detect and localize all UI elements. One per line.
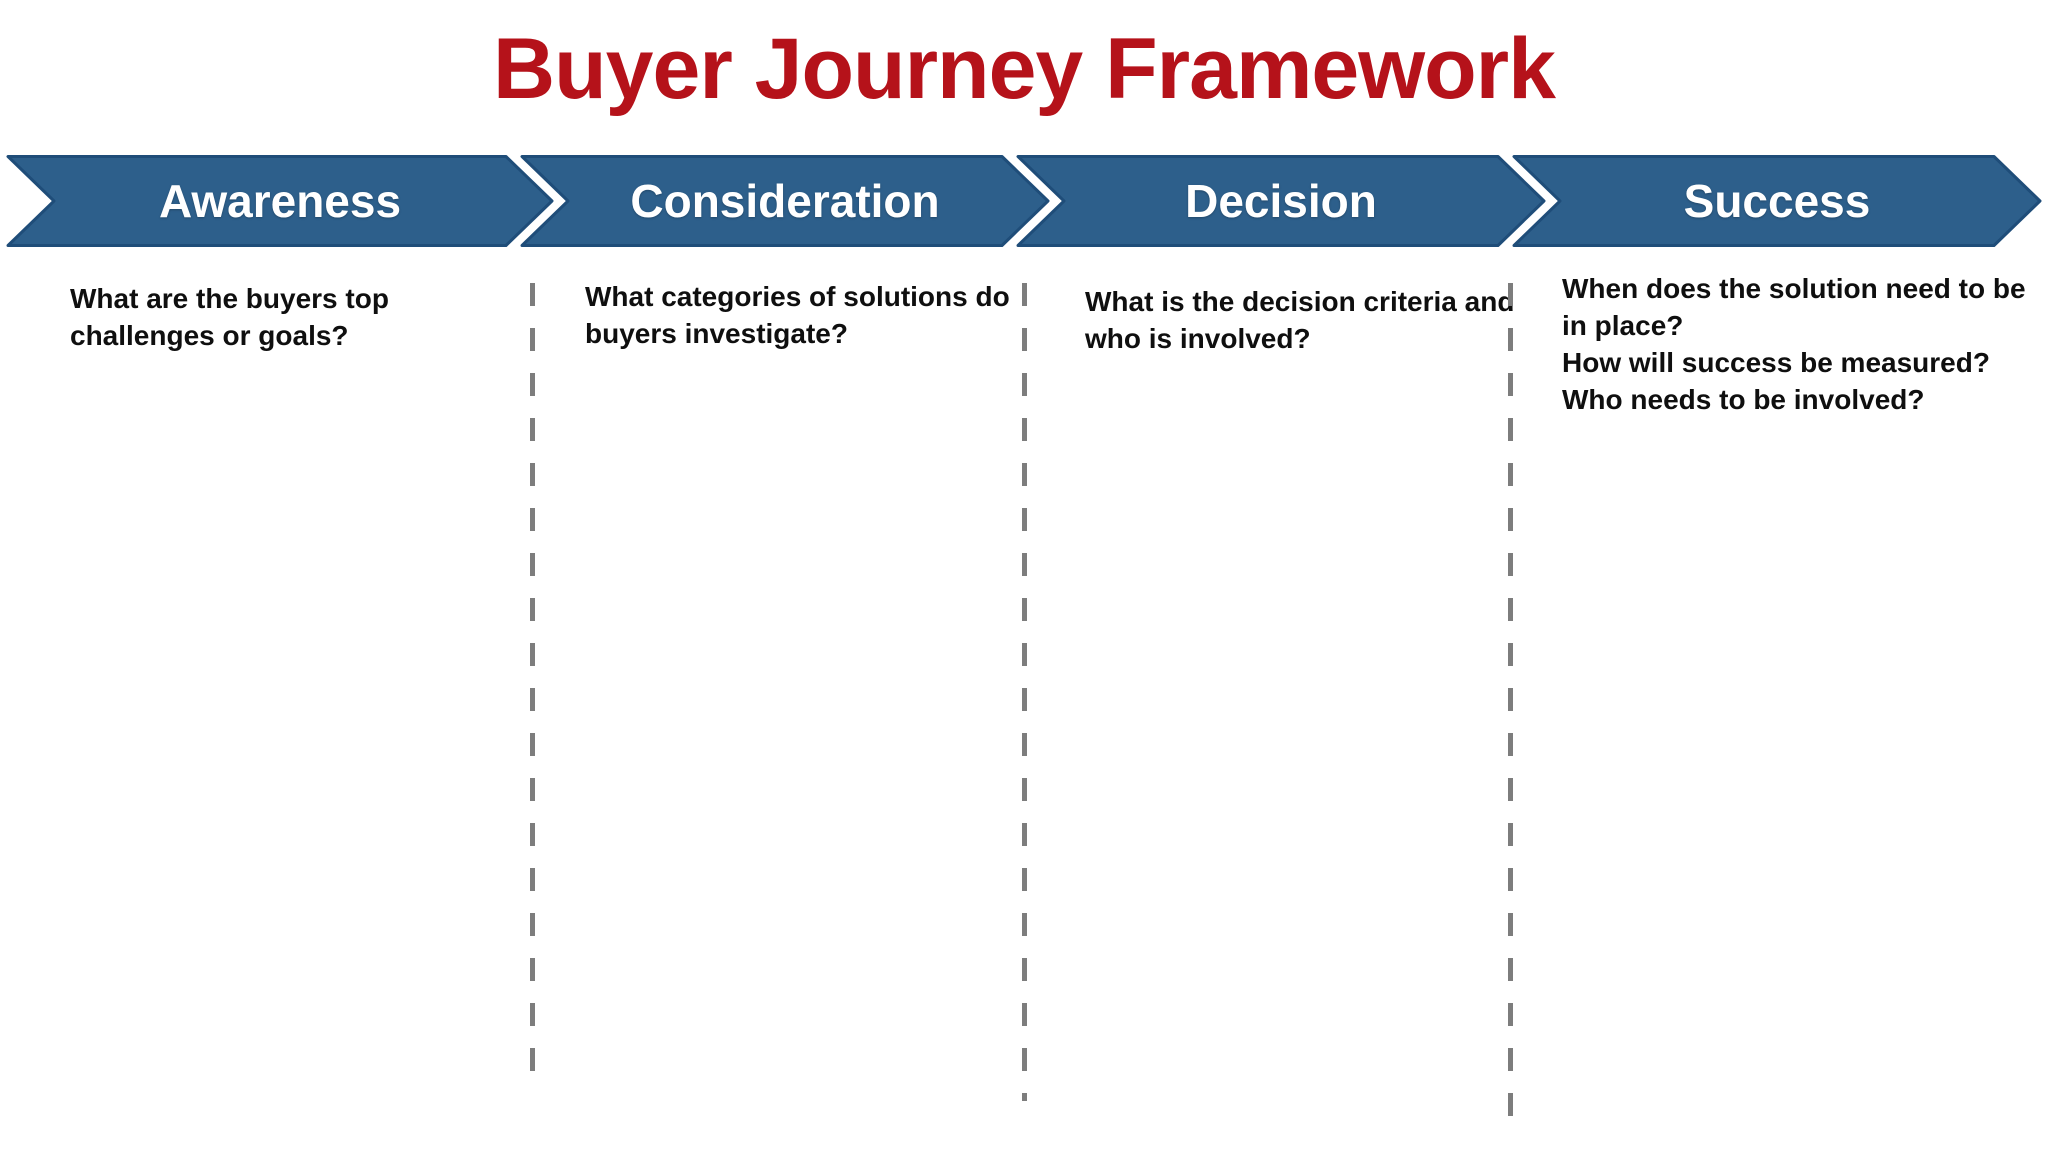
stage-question-awareness: What are the buyers top challenges or go… bbox=[70, 281, 455, 355]
stage-banner bbox=[0, 155, 2048, 247]
stage-arrow-awareness bbox=[6, 155, 554, 247]
stage-label-decision: Decision bbox=[1185, 175, 1377, 227]
question-line: What are the buyers top challenges or go… bbox=[70, 283, 389, 351]
question-line: When does the solution need to be in pla… bbox=[1562, 273, 2026, 341]
stage-question-consideration: What categories of solutions do buyers i… bbox=[585, 279, 1017, 353]
question-line: How will success be measured? bbox=[1562, 346, 1990, 378]
stage-banner-shapes bbox=[6, 155, 2042, 247]
stage-arrow-consideration bbox=[520, 155, 1050, 247]
stage-label-awareness: Awareness bbox=[158, 175, 402, 227]
stage-arrow-decision bbox=[1016, 155, 1546, 247]
column-divider-1 bbox=[530, 283, 535, 1078]
stage-question-success: When does the solution need to be in pla… bbox=[1562, 271, 2040, 419]
stage-arrow-success bbox=[1512, 155, 2042, 247]
column-divider-2 bbox=[1022, 283, 1027, 1101]
page-title: Buyer Journey Framework bbox=[493, 21, 1556, 117]
column-divider-3 bbox=[1508, 283, 1513, 1123]
question-line: Who needs to be involved? bbox=[1562, 383, 1925, 415]
question-line: What is the decision criteria and who is… bbox=[1085, 286, 1515, 354]
stage-question-decision: What is the decision criteria and who is… bbox=[1085, 284, 1517, 358]
stage-label-consideration: Consideration bbox=[630, 175, 940, 227]
stage-label-success: Success bbox=[1683, 175, 1871, 227]
question-line: What categories of solutions do buyers i… bbox=[585, 281, 1010, 349]
